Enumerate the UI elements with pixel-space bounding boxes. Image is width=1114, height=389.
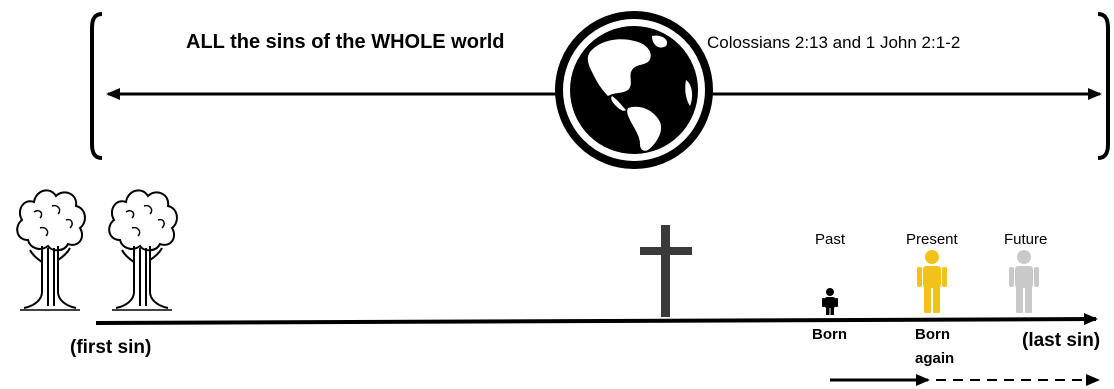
- tree-icon: [102, 182, 178, 314]
- timeline-arrow: [96, 319, 1096, 323]
- person-icon: [917, 250, 947, 313]
- heading: ALL the sins of the WHOLE world: [186, 32, 505, 52]
- born-again-label-line2: again: [915, 351, 954, 366]
- stage-future: Future: [1004, 232, 1047, 247]
- right-bracket: [1098, 14, 1108, 158]
- person-icon: [1009, 250, 1039, 313]
- first-sin-label: (first sin): [70, 338, 151, 357]
- born-again-label-line1: Born: [915, 327, 950, 342]
- stage-past: Past: [815, 232, 845, 247]
- person-icon: [822, 288, 838, 315]
- scripture-reference: Colossians 2:13 and 1 John 2:1-2: [707, 34, 960, 51]
- cross-icon: [640, 225, 692, 317]
- tree-icon: [10, 182, 86, 314]
- globe-icon: [559, 15, 709, 165]
- left-bracket: [92, 14, 102, 158]
- stage-present: Present: [906, 232, 958, 247]
- last-sin-label: (last sin): [1022, 331, 1100, 350]
- born-label: Born: [812, 327, 847, 342]
